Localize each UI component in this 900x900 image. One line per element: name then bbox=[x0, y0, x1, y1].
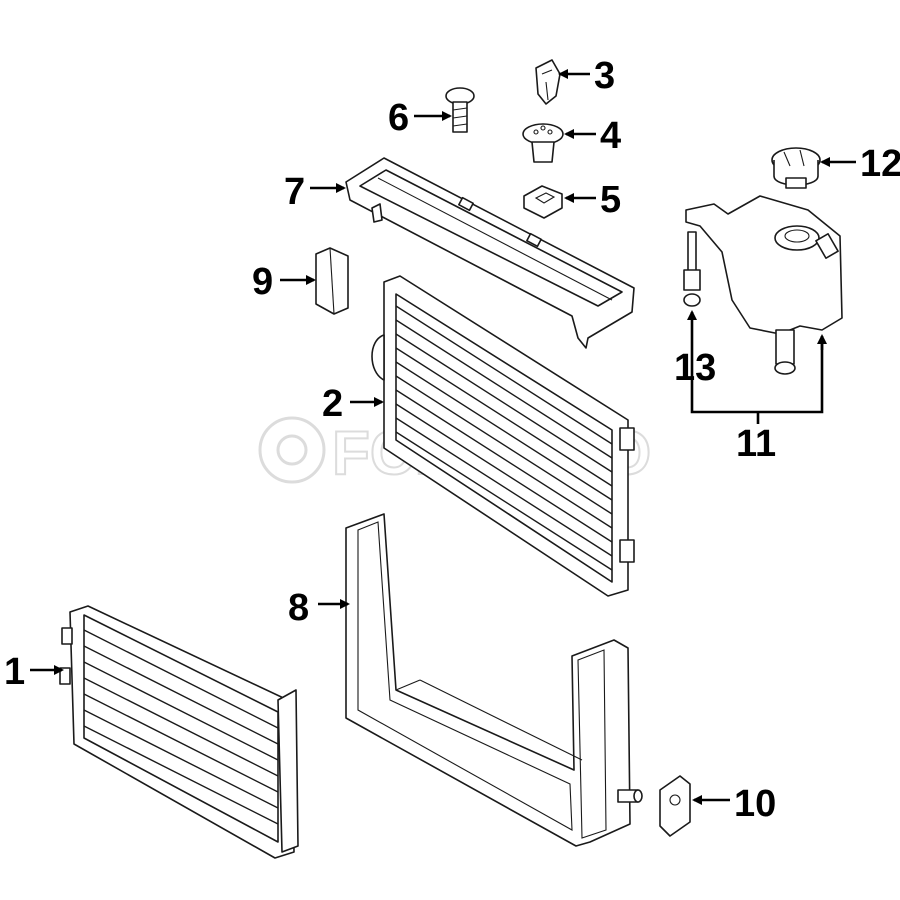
callout-5: 5 bbox=[600, 179, 621, 221]
part-13-sensor[interactable] bbox=[683, 231, 701, 307]
callout-1: 1 bbox=[4, 651, 25, 693]
part-4-push-rivet[interactable] bbox=[522, 123, 564, 163]
callout-3: 3 bbox=[594, 55, 615, 97]
part-12-cap[interactable] bbox=[771, 147, 821, 189]
callout-7: 7 bbox=[284, 171, 305, 213]
callout-6: 6 bbox=[388, 97, 409, 139]
callout-labels: 1 2 3 4 5 6 7 8 9 10 11 12 13 bbox=[4, 55, 900, 825]
callout-11: 11 bbox=[736, 423, 776, 465]
leader-arrows bbox=[30, 69, 856, 805]
callout-10: 10 bbox=[734, 783, 776, 825]
part-3-clip[interactable] bbox=[535, 59, 561, 105]
part-8-lower-frame[interactable] bbox=[345, 513, 643, 847]
part-9-block[interactable] bbox=[315, 247, 349, 315]
callout-9: 9 bbox=[252, 261, 273, 303]
part-10-bracket[interactable] bbox=[659, 775, 691, 837]
callout-4: 4 bbox=[600, 115, 621, 157]
part-11-expansion-tank[interactable] bbox=[685, 195, 843, 375]
part-7-upper-duct[interactable] bbox=[345, 157, 635, 349]
part-2-radiator[interactable] bbox=[371, 275, 635, 597]
part-6-screw[interactable] bbox=[445, 87, 475, 133]
callout-13: 13 bbox=[674, 347, 716, 389]
callout-12: 12 bbox=[860, 143, 900, 185]
part-1-auxiliary-radiator[interactable] bbox=[59, 605, 299, 859]
callout-2: 2 bbox=[322, 383, 343, 425]
part-5-pad[interactable] bbox=[523, 185, 563, 219]
callout-8: 8 bbox=[288, 587, 309, 629]
